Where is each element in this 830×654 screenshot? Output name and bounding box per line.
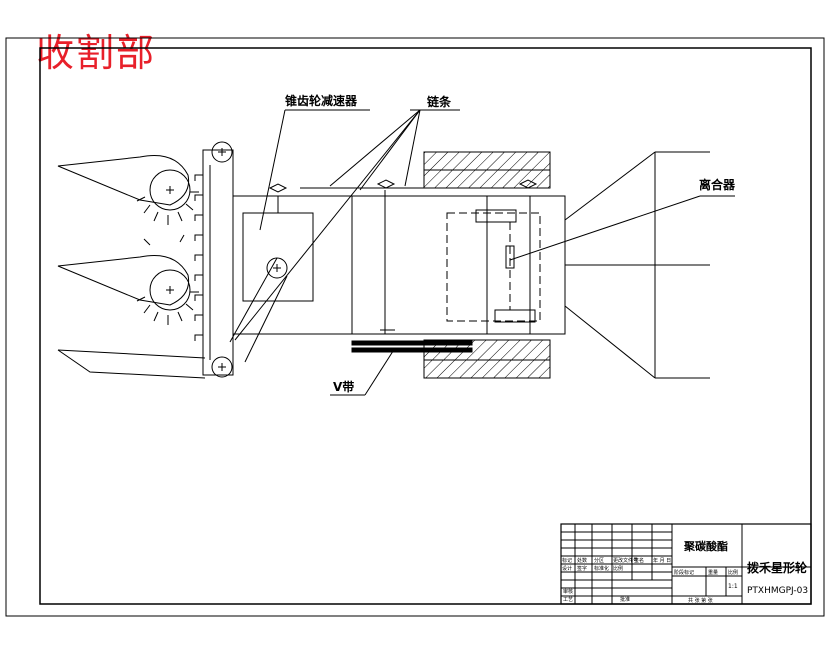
outer-border: [5, 37, 825, 617]
tb-row-cell-3: 更改文件号: [613, 557, 638, 564]
clutch-assembly: [446, 196, 541, 334]
tb-row2-cell-1: 签字: [577, 565, 587, 572]
title-block-drawing-no: PTXHMGPJ-03: [747, 586, 808, 596]
lower-track: [423, 339, 551, 379]
label-bevel-gear-reducer: 锥齿轮减速器: [285, 93, 358, 108]
label-v-belt: V带: [333, 379, 354, 394]
tb-bottom-left-1: 工艺: [563, 597, 573, 603]
label-chain: 链条: [427, 94, 452, 109]
drawing-title: 收割部: [36, 31, 157, 75]
v-belt: [351, 340, 473, 353]
tb-small-label-1: 重量: [708, 569, 718, 576]
tb-row-cell-1: 处数: [577, 557, 587, 564]
tb-bottom-left-0: 审核: [563, 588, 573, 595]
tb-small-label-2: 比例: [728, 569, 738, 576]
star-wheel-lower: [136, 234, 199, 325]
rear-outlet: [564, 151, 710, 379]
title-block: [560, 523, 812, 605]
inner-border: [39, 47, 812, 605]
tb-row-cell-5: 年 月 日: [653, 557, 671, 564]
label-clutch: 离合器: [699, 177, 736, 192]
title-block-scale: 1:1: [728, 583, 738, 590]
tb-row-cell-0: 标记: [562, 557, 572, 564]
tb-row2-cell-2: 标准化: [594, 565, 609, 572]
crop-dividers: [57, 155, 206, 379]
tb-row2-cell-0: 设计: [562, 565, 572, 572]
tb-row2-cell-3: 比例: [613, 565, 623, 572]
tb-row-cell-4: 签名: [634, 557, 644, 564]
tb-row-cell-2: 分区: [594, 557, 604, 564]
star-wheel-upper: [136, 169, 199, 225]
tb-bottom-mid: 批准: [620, 596, 630, 603]
tb-bottom-right: 共 张 第 张: [688, 597, 713, 604]
leader-lines: [234, 109, 735, 396]
conveyor: [194, 141, 234, 378]
header-frame: [229, 179, 566, 363]
title-block-school: 聚碳酸酯: [683, 539, 728, 553]
tb-small-label-0: 阶段标记: [674, 569, 694, 576]
title-block-part-name: 拨禾星形轮: [747, 560, 808, 575]
